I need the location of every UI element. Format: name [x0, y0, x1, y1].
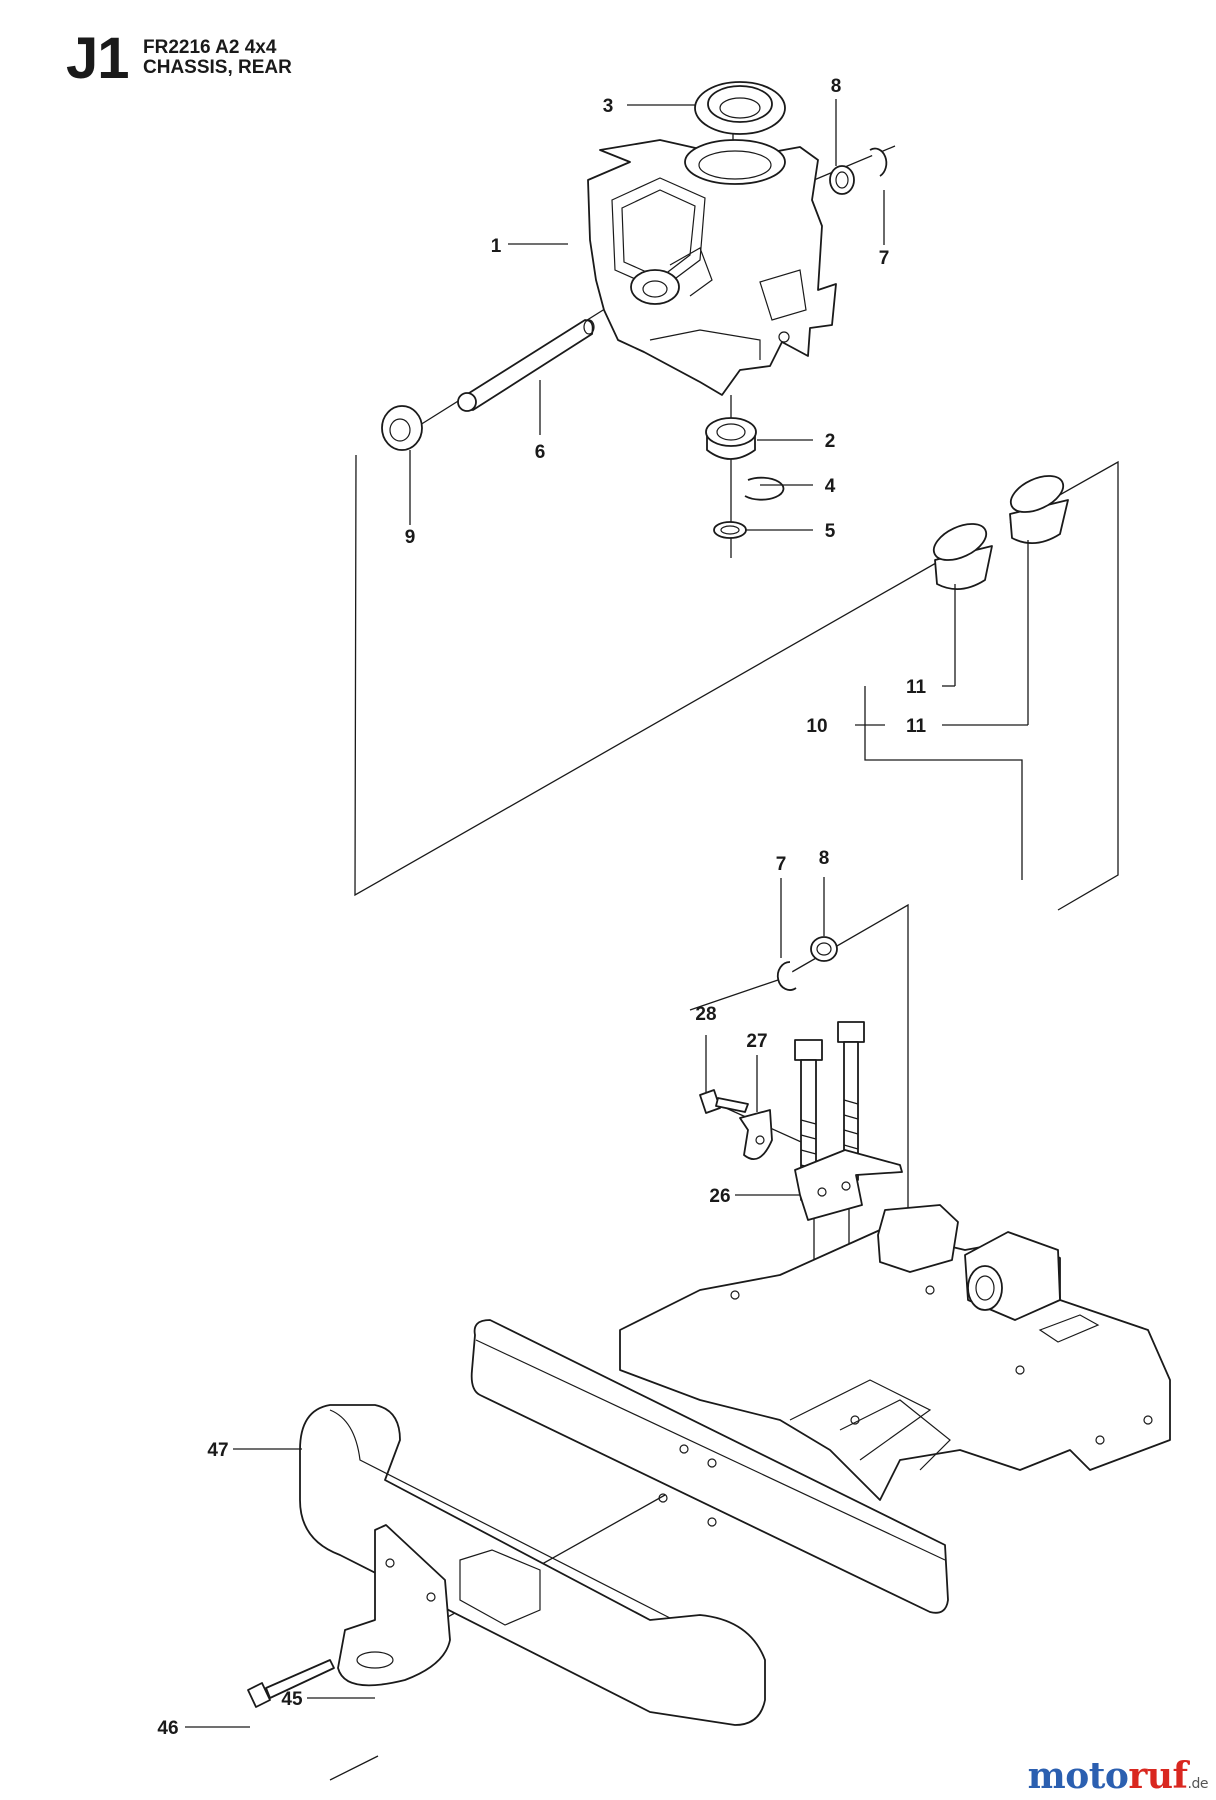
- callout-11-lower: 11: [906, 716, 927, 737]
- callout-28: 28: [695, 1004, 716, 1025]
- callout-26: 26: [709, 1186, 730, 1207]
- callout-10: 10: [806, 716, 827, 737]
- part-snapring-4: [744, 476, 785, 501]
- callout-8-upper: 8: [831, 76, 842, 97]
- callout-8-lower: 8: [819, 848, 830, 869]
- callout-27: 27: [746, 1031, 767, 1052]
- part-spacers-11: [932, 475, 1069, 590]
- callout-2: 2: [825, 431, 836, 452]
- callout-1: 1: [491, 236, 502, 257]
- part-bumper-47: [299, 1404, 766, 1726]
- part-cross-beam: [470, 1319, 949, 1614]
- callout-7-upper: 7: [879, 248, 890, 269]
- callout-11-upper: 11: [906, 677, 927, 698]
- part-screw-28: [699, 1089, 749, 1114]
- callout-46: 46: [157, 1718, 178, 1739]
- part-pin-6: [457, 319, 595, 412]
- part-mount-45: [337, 1524, 451, 1687]
- model-name: FR2216 A2 4x4: [143, 37, 277, 58]
- part-chassis-frame: [619, 1204, 1171, 1501]
- part-bracket-26: [794, 1149, 903, 1221]
- callout-leaders: [185, 99, 1029, 1728]
- part-ring-8-lower: [810, 936, 838, 962]
- callout-7-lower: 7: [776, 854, 787, 875]
- motoruf-logo: motoruf.de: [1027, 1755, 1209, 1797]
- callout-6: 6: [535, 442, 546, 463]
- part-seal-3: [694, 81, 786, 135]
- callout-5: 5: [825, 521, 836, 542]
- part-housing-1: [587, 139, 837, 396]
- part-circlip-7-lower: [776, 961, 797, 991]
- callout-labels: 3 8 1 7 6 2 4 9 5 11 10 11 7 8 28 27 26 …: [157, 76, 926, 1739]
- part-ring-8-upper: [829, 165, 855, 195]
- part-circlip-7-upper: [869, 147, 888, 177]
- callout-45: 45: [281, 1689, 303, 1710]
- part-bolt-46: [247, 1659, 335, 1708]
- callout-9: 9: [405, 527, 416, 548]
- callout-3: 3: [603, 96, 614, 117]
- callout-4: 4: [825, 476, 836, 497]
- page-code: J1: [66, 26, 130, 91]
- part-washer-5: [713, 521, 747, 539]
- part-bushing-9: [381, 405, 423, 451]
- part-clip-27: [739, 1109, 773, 1160]
- callout-47: 47: [207, 1440, 228, 1461]
- section-title: CHASSIS, REAR: [143, 57, 292, 78]
- part-bearing-2: [705, 417, 757, 460]
